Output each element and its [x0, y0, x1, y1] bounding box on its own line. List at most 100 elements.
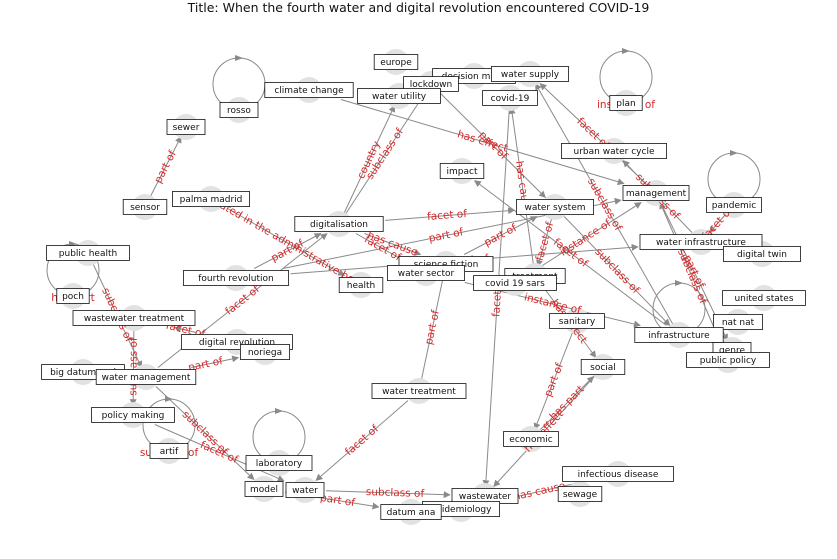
node-sewer[interactable]: sewer [166, 119, 206, 135]
node-infrastructure[interactable]: infrastructure [634, 327, 724, 343]
diagram-title: Title: When the fourth water and digital… [187, 0, 650, 15]
node-label: urban water cycle [574, 147, 655, 157]
node-lockdown[interactable]: lockdown [403, 76, 459, 92]
node-label: science fiction [414, 260, 479, 270]
node-sensor[interactable]: sensor [122, 199, 168, 215]
edge-water-system-to-infrastructure [563, 216, 671, 327]
node-economic[interactable]: economic [503, 431, 559, 447]
edge-covid19-sars-to-management [529, 202, 642, 274]
node-policy-making[interactable]: policy making [91, 407, 175, 423]
node-box [561, 143, 668, 159]
node-label: public health [59, 249, 117, 259]
edge-science-fiction-to-water-system [463, 216, 538, 255]
node-label: impact [447, 167, 478, 177]
node-box [338, 277, 384, 293]
edge-wastewater-treatment-to-policy-making [129, 327, 137, 407]
node-label: climate change [274, 86, 344, 96]
node-box [239, 344, 290, 360]
node-box [473, 275, 557, 291]
node-urban-water-cycle[interactable]: urban water cycle [561, 143, 668, 159]
node-box [609, 95, 643, 111]
node-label: public policy [700, 356, 757, 366]
node-social[interactable]: social [580, 359, 626, 375]
node-artif[interactable]: artif [149, 443, 189, 459]
node-box [557, 486, 603, 502]
edge-water-management-to-model [155, 386, 255, 480]
node-water-infrastructure[interactable]: water infrastructure [639, 234, 763, 250]
node-box [166, 119, 206, 135]
node-europe[interactable]: europe [373, 54, 419, 70]
node-box [686, 352, 770, 368]
node-box [713, 314, 764, 330]
node-label: wastewater treatment [84, 314, 185, 324]
node-water-management[interactable]: water management [95, 369, 197, 385]
node-public-health[interactable]: public health [46, 245, 130, 261]
edge-pandemic-to-water-infrastructure [709, 214, 726, 234]
node-water-supply[interactable]: water supply [490, 66, 569, 82]
node-water-system[interactable]: water system [516, 199, 595, 215]
edge-label-facet-of: facet of [534, 220, 557, 262]
edge-label-facet-of: facet of [427, 208, 468, 223]
node-label: datum ana [387, 508, 436, 518]
node-united-states[interactable]: united states [722, 290, 806, 306]
node-wastewater-treatment[interactable]: wastewater treatment [72, 310, 196, 326]
node-box [149, 443, 189, 459]
node-rosso[interactable]: rosso [219, 102, 259, 118]
node-pandemic[interactable]: pandemic [706, 197, 762, 213]
node-box [91, 407, 175, 423]
node-label: digitalisation [310, 220, 368, 230]
node-health[interactable]: health [338, 277, 384, 293]
node-sewage[interactable]: sewage [557, 486, 603, 502]
node-management[interactable]: management [622, 185, 690, 201]
node-water-sector[interactable]: water sector [386, 265, 465, 281]
node-box [46, 245, 130, 261]
node-label: fourth revolution [198, 274, 274, 284]
node-sanitary[interactable]: sanitary [549, 313, 605, 329]
node-plan[interactable]: plan [609, 95, 643, 111]
edge-water-management-to-noriega [191, 355, 240, 368]
node-infectious-disease[interactable]: infectious disease [562, 466, 674, 482]
edge-label-facet-of: facet of [343, 423, 381, 458]
edge-water-treatment-to-water [315, 400, 409, 481]
node-datum-ana[interactable]: datum ana [380, 504, 442, 520]
node-label: sensor [130, 203, 160, 213]
edge-infrastructure-to-water-supply [534, 82, 675, 326]
edge-label-part-of: part of [152, 148, 179, 185]
node-public-policy[interactable]: public policy [686, 352, 770, 368]
node-nat-nat[interactable]: nat nat [713, 314, 764, 330]
node-label: water supply [501, 70, 560, 80]
node-laboratory[interactable]: laboratory [245, 455, 313, 471]
node-digitalisation[interactable]: digitalisation [294, 216, 384, 232]
edge-layer [91, 82, 728, 510]
node-label: epidemiology [431, 505, 492, 515]
node-model[interactable]: model [244, 481, 284, 497]
node-water-utility[interactable]: water utility [357, 88, 441, 104]
node-label: water [292, 486, 318, 496]
node-box [634, 327, 724, 343]
node-box [122, 199, 168, 215]
node-fourth-revolution[interactable]: fourth revolution [182, 270, 289, 286]
node-label: digital revolution [199, 338, 275, 348]
node-impact[interactable]: impact [439, 163, 485, 179]
edge-digitalisation-to-science-fiction [364, 233, 422, 256]
node-covid19-sars[interactable]: covid 19 sars [473, 275, 557, 291]
node-palma-madrid[interactable]: palma madrid [171, 191, 250, 207]
node-poch[interactable]: poch [56, 288, 90, 304]
node-water[interactable]: water [285, 482, 325, 498]
node-label: united states [734, 294, 793, 304]
node-climate-change[interactable]: climate change [264, 82, 354, 98]
node-box [380, 504, 442, 520]
node-box [294, 216, 384, 232]
node-covid19[interactable]: covid-19 [482, 90, 538, 106]
edge-lockdown-to-water-system [440, 93, 546, 198]
node-digital-twin[interactable]: digital twin [723, 246, 802, 262]
node-noriega[interactable]: noriega [239, 344, 290, 360]
node-label: decision make [442, 72, 507, 82]
node-label: model [250, 485, 278, 495]
node-box [244, 481, 284, 497]
node-water-treatment[interactable]: water treatment [371, 383, 467, 399]
edge-water-to-wastewater [325, 490, 451, 499]
node-box [490, 66, 569, 82]
